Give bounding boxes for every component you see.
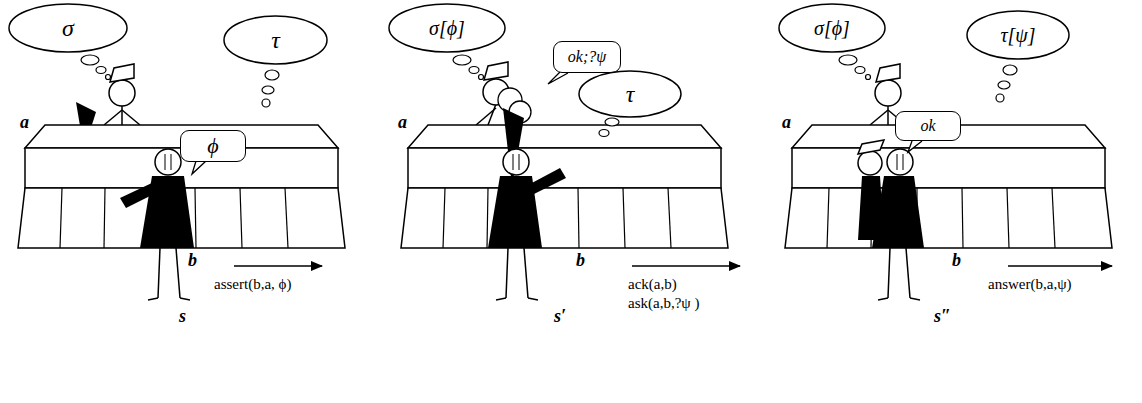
- agent-label: a: [18, 112, 31, 133]
- thought-bubble: τ: [578, 70, 682, 118]
- bubble-text: τ[ψ]: [1000, 24, 1035, 46]
- speech-bubble: ok: [895, 111, 961, 141]
- agent-label: s: [177, 306, 188, 327]
- agent-label: b: [950, 250, 963, 271]
- thought-bubble: σ[ϕ]: [778, 3, 886, 53]
- bubble-text: ϕ: [207, 134, 218, 158]
- bubble-text: ok;?ψ: [568, 48, 606, 66]
- bubble-text: σ: [62, 15, 74, 41]
- bubble-text: τ: [626, 81, 635, 107]
- action-label: answer(b,a,ψ): [986, 276, 1074, 293]
- action-label: ask(a,b,?ψ ): [626, 295, 701, 312]
- agent-label: b: [186, 250, 199, 271]
- agent-label: a: [780, 112, 793, 133]
- agent-label: s′: [552, 306, 568, 327]
- agent-label: s″: [932, 306, 953, 327]
- agent-label: a: [396, 112, 409, 133]
- thought-bubble: σ: [8, 3, 128, 53]
- scene-one: [18, 55, 345, 300]
- speech-bubble: ok;?ψ: [553, 41, 621, 73]
- action-label: ack(a,b): [626, 276, 679, 293]
- thought-bubble: τ[ψ]: [966, 10, 1070, 60]
- agent-label: b: [574, 250, 587, 271]
- bubble-text: σ[ϕ]: [429, 17, 465, 39]
- action-label: assert(b,a, ϕ): [212, 276, 293, 293]
- thought-bubble: σ[ϕ]: [388, 3, 506, 53]
- thought-bubble: τ: [223, 15, 328, 65]
- scene-two: [401, 55, 740, 300]
- speech-bubble: ϕ: [180, 130, 246, 162]
- bubble-text: ok: [920, 117, 935, 135]
- bubble-text: σ[ϕ]: [814, 17, 850, 39]
- bubble-text: τ: [271, 27, 280, 53]
- scene-three: [785, 55, 1112, 300]
